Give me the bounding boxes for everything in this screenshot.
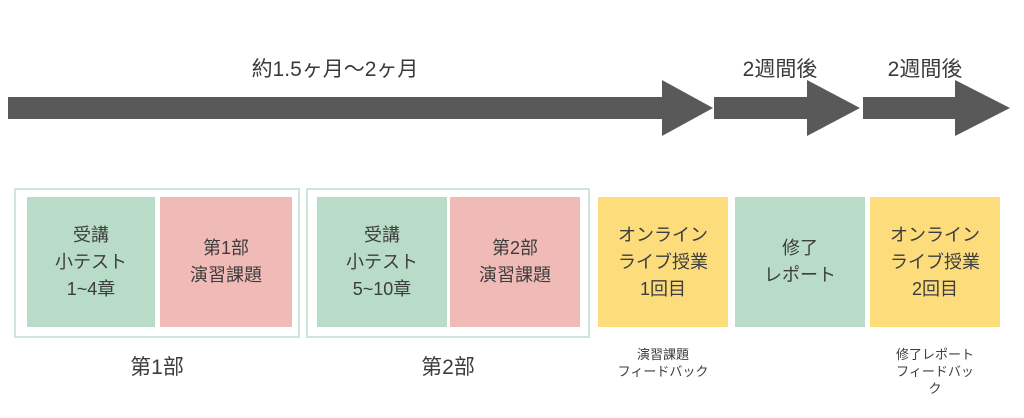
live-session-2-caption: 修了レポート フィードバック xyxy=(895,347,974,396)
arrow-body xyxy=(714,97,807,119)
duration-label-two-weeks-1: 2週間後 xyxy=(742,58,818,81)
arrow-head-icon xyxy=(807,80,860,136)
arrow-body xyxy=(863,97,955,119)
final-report-box: 修了 レポート xyxy=(735,197,865,327)
live-session-1-box: オンライン ライブ授業 1回目 xyxy=(598,197,728,327)
phase1-exercise-box: 第1部 演習課題 xyxy=(160,197,292,327)
live-session-2-box: オンライン ライブ授業 2回目 xyxy=(870,197,1000,327)
phase2-exercise-box: 第2部 演習課題 xyxy=(450,197,580,327)
duration-label-two-weeks-2: 2週間後 xyxy=(887,58,963,81)
phase1-caption: 第1部 xyxy=(130,356,184,379)
phase1-lecture-box: 受講 小テスト 1~4章 xyxy=(27,197,155,327)
arrow-head-icon xyxy=(955,80,1010,136)
phase2-caption: 第2部 xyxy=(421,356,475,379)
arrow-body xyxy=(8,97,662,119)
live-session-1-caption: 演習課題 フィードバック xyxy=(617,347,709,379)
arrow-head-icon xyxy=(662,80,713,136)
duration-label-phase: 約1.5ヶ月〜2ヶ月 xyxy=(251,58,419,81)
phase2-lecture-box: 受講 小テスト 5~10章 xyxy=(317,197,447,327)
